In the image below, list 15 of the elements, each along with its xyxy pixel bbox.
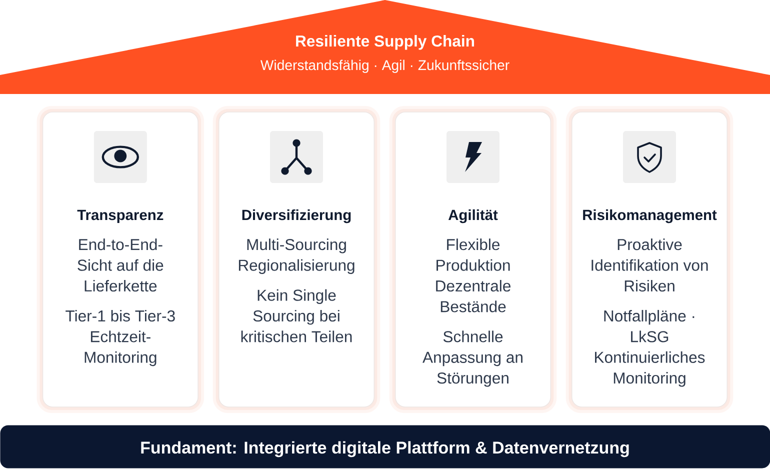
card-heading: Transparenz (77, 210, 164, 224)
foundation-bar: Fundament: Integrierte digitale Plattform & Datenvernetzung (0, 425, 770, 468)
card-text: Proaktive Identifikation von Risiken (592, 238, 708, 292)
card-text: Flexible Produktion Dezentrale Bestände (436, 238, 510, 312)
banner-subtitle: Widerstandsfähig · Agil · Zukunftssicher (260, 60, 510, 73)
banner-title: Resiliente Supply Chain (296, 35, 474, 50)
card-text: Tier-1 bis Tier-3 Echtzeit-Monitoring (66, 310, 175, 366)
card-text: Notfallpläne · LkSG Kontinuierliches Monitoring (595, 310, 705, 387)
card-heading: Agilität (448, 209, 498, 224)
card-text: Kein Single Sourcing bei kritischen Teilen (241, 289, 352, 342)
card-text: End-to-End-Sicht auf die Lieferkette (78, 238, 164, 292)
card-text: Schnelle Anpassung an Störungen (422, 330, 522, 387)
card-heading: Diversifizierung (242, 209, 351, 224)
card-heading: Risikomanagement (583, 209, 717, 224)
card-text: Multi-Sourcing Regionalisierung (238, 238, 354, 274)
